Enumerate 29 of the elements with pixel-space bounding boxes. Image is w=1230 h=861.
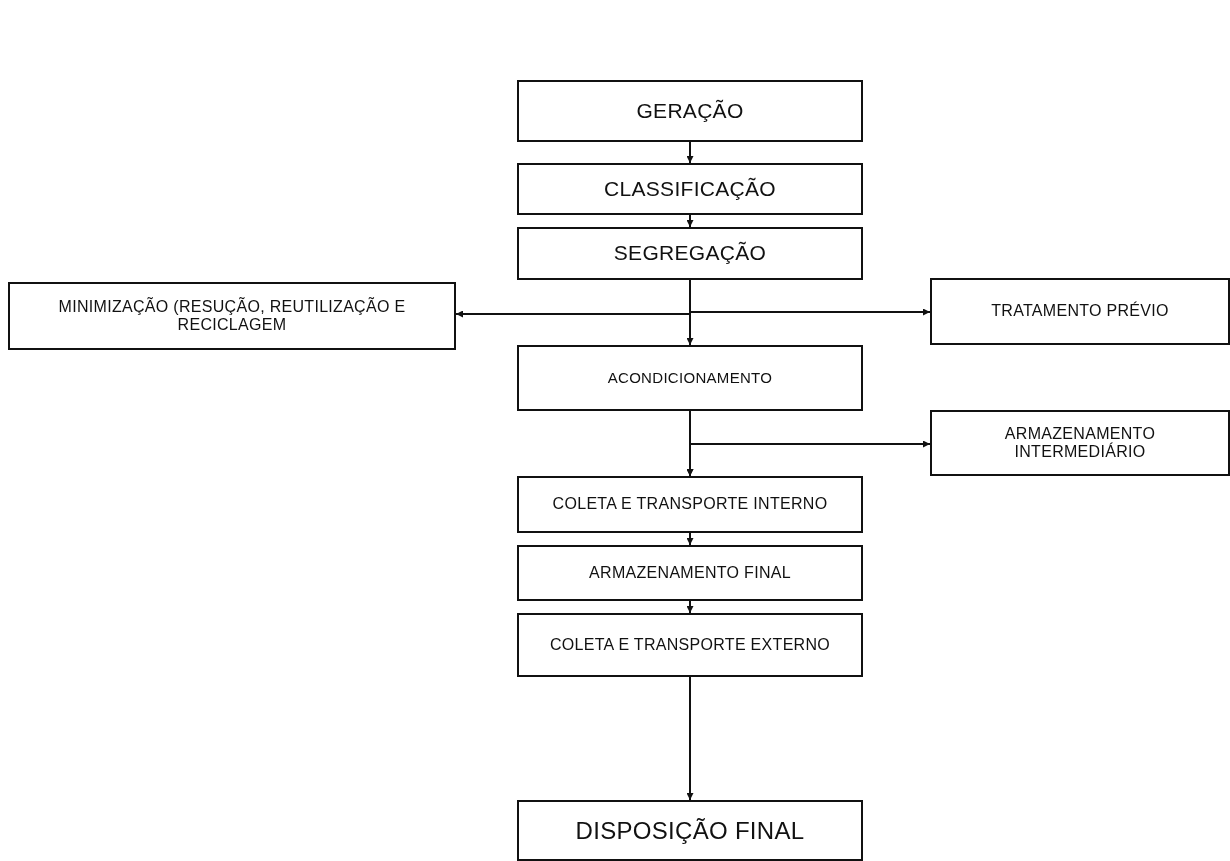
arrow bbox=[686, 676, 694, 801]
process-box bbox=[517, 80, 863, 142]
arrow bbox=[686, 600, 694, 614]
process-box bbox=[517, 800, 863, 861]
box-label: COLETA E TRANSPORTE EXTERNO bbox=[549, 635, 831, 655]
box-label: ARMAZENAMENTO FINAL bbox=[589, 563, 791, 583]
arrow bbox=[686, 214, 694, 228]
box-label: MINIMIZAÇÃO (RESUÇÃO, REUTILIZAÇÃO E RECICLAGEM bbox=[57, 297, 407, 335]
box-label: DISPOSIÇÃO FINAL bbox=[575, 816, 805, 845]
box-label: COLETA E TRANSPORTE INTERNO bbox=[552, 495, 828, 514]
process-box bbox=[517, 613, 863, 677]
process-box bbox=[8, 282, 456, 350]
box-label: GERAÇÃO bbox=[636, 98, 744, 124]
process-box bbox=[517, 545, 863, 601]
process-box bbox=[517, 345, 863, 411]
process-box bbox=[517, 476, 863, 533]
process-box bbox=[930, 410, 1230, 476]
box-label: CLASSIFICAÇÃO bbox=[604, 176, 776, 202]
arrow bbox=[686, 141, 694, 164]
box-label: ACONDICIONAMENTO bbox=[607, 369, 773, 387]
box-label: TRATAMENTO PRÉVIO bbox=[991, 302, 1169, 321]
process-box bbox=[517, 227, 863, 280]
arrow bbox=[686, 532, 694, 546]
process-box bbox=[517, 163, 863, 215]
box-label: ARMAZENAMENTO INTERMEDIÁRIO bbox=[1003, 424, 1157, 462]
arrow bbox=[689, 279, 931, 316]
process-box bbox=[930, 278, 1230, 345]
arrow bbox=[686, 443, 931, 477]
box-label: SEGREGAÇÃO bbox=[613, 241, 767, 266]
